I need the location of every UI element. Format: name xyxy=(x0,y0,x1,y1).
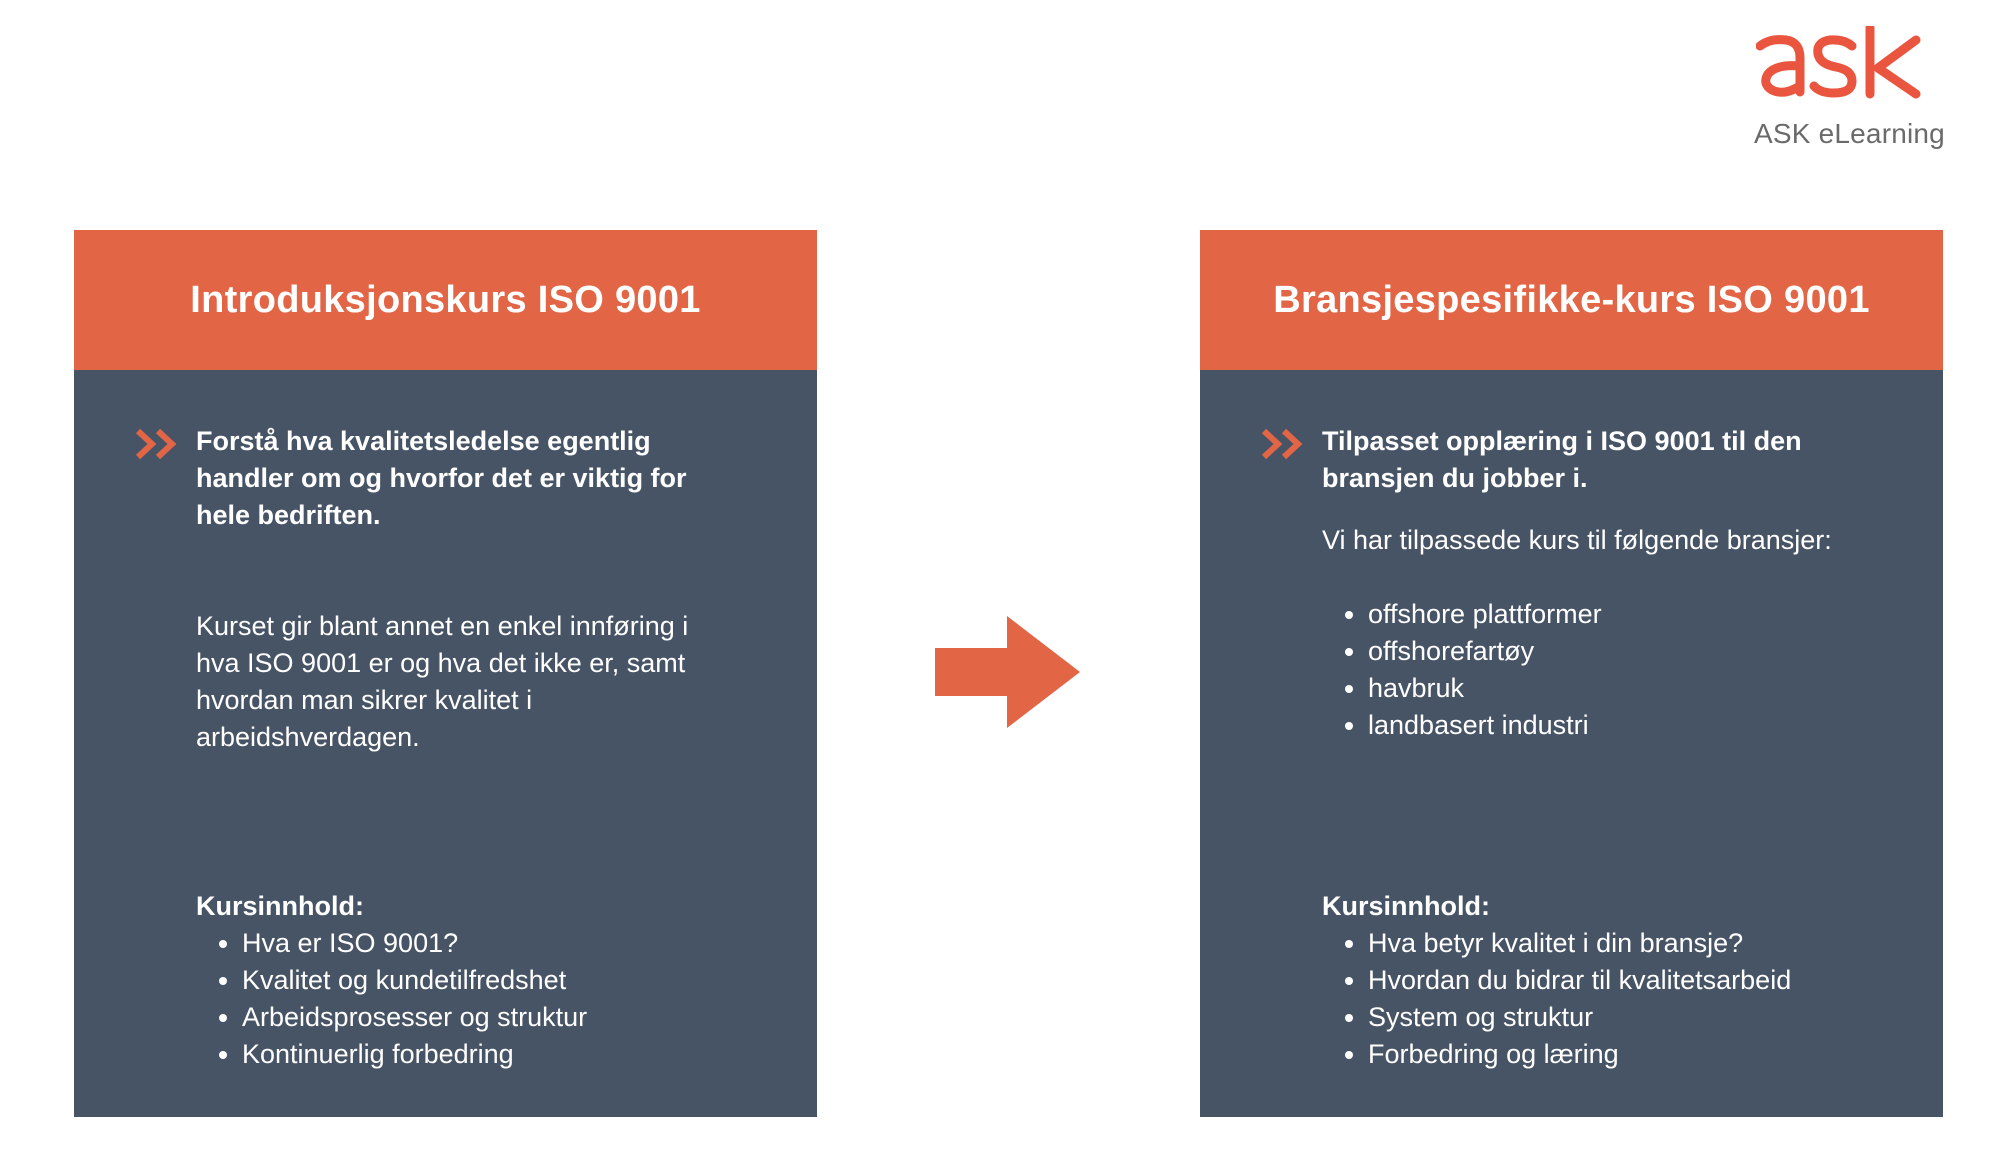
industries-list: offshore plattformer offshorefartøy havb… xyxy=(1322,596,1602,744)
lead-line: handler om og hvorfor det er viktig for xyxy=(196,463,687,493)
list-item: Hvordan du bidrar til kvalitetsarbeid xyxy=(1368,962,1791,999)
intro-course-card: Introduksjonskurs ISO 9001 Forstå hva kv… xyxy=(74,230,817,1117)
lead-line: bransjen du jobber i. xyxy=(1322,463,1588,493)
lead-line: Tilpasset opplæring i ISO 9001 til den xyxy=(1322,426,1802,456)
list-item: landbasert industri xyxy=(1368,707,1602,744)
intro-course-description: Kurset gir blant annet en enkel innførin… xyxy=(196,608,688,756)
industry-content-heading: Kursinnhold: xyxy=(1322,891,1490,921)
industries-intro: Vi har tilpassede kurs til følgende bran… xyxy=(1322,525,1832,555)
list-item: offshorefartøy xyxy=(1368,633,1602,670)
industry-course-lead: Tilpasset opplæring i ISO 9001 til den b… xyxy=(1322,423,1802,497)
double-chevron-right-icon xyxy=(135,428,177,460)
list-item: Hva betyr kvalitet i din bransje? xyxy=(1368,925,1791,962)
list-item: Hva er ISO 9001? xyxy=(242,925,587,962)
list-item: havbruk xyxy=(1368,670,1602,707)
intro-course-lead: Forstå hva kvalitetsledelse egentlig han… xyxy=(196,423,687,534)
list-item: Forbedring og læring xyxy=(1368,1036,1791,1073)
list-item: Arbeidsprosesser og struktur xyxy=(242,999,587,1036)
intro-content-heading: Kursinnhold: xyxy=(196,891,364,921)
industry-course-title: Bransjespesifikke-kurs ISO 9001 xyxy=(1200,230,1943,370)
description-line: Kurset gir blant annet en enkel innførin… xyxy=(196,611,689,641)
logo-subtitle: ASK eLearning xyxy=(1754,118,1945,149)
intro-content-list: Hva er ISO 9001? Kvalitet og kundetilfre… xyxy=(196,925,587,1073)
description-line: hva ISO 9001 er og hva det ikke er, samt xyxy=(196,648,686,678)
description-line: hvordan man sikrer kvalitet i xyxy=(196,685,533,715)
list-item: Kvalitet og kundetilfredshet xyxy=(242,962,587,999)
list-item: offshore plattformer xyxy=(1368,596,1602,633)
list-item: Kontinuerlig forbedring xyxy=(242,1036,587,1073)
list-item: System og struktur xyxy=(1368,999,1791,1036)
industry-course-card: Bransjespesifikke-kurs ISO 9001 Tilpasse… xyxy=(1200,230,1943,1117)
lead-line: hele bedriften. xyxy=(196,500,381,530)
ask-elearning-logo: ASK eLearning xyxy=(1740,18,1945,149)
right-arrow-icon xyxy=(935,616,1080,728)
lead-line: Forstå hva kvalitetsledelse egentlig xyxy=(196,426,651,456)
industry-content-list: Hva betyr kvalitet i din bransje? Hvorda… xyxy=(1322,925,1791,1073)
description-line: arbeidshverdagen. xyxy=(196,722,420,752)
double-chevron-right-icon xyxy=(1261,428,1303,460)
ask-logo-mark xyxy=(1756,26,1921,99)
intro-course-title: Introduksjonskurs ISO 9001 xyxy=(74,230,817,370)
